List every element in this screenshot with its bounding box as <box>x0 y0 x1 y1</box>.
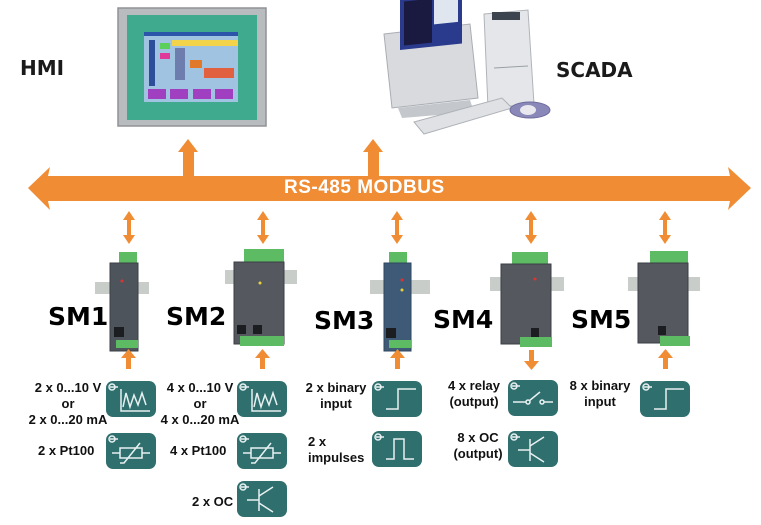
io-text-sm1-pt100: 2 x Pt100 <box>38 443 95 458</box>
io-text-sm3-binary: 2 x binary input <box>300 380 372 412</box>
io-line: (output) <box>449 394 499 409</box>
io-arrow-sm4-output <box>524 350 539 370</box>
io-line: 2 x <box>308 434 327 449</box>
io-line: 2 x binary <box>305 380 367 395</box>
analog-signal-icon <box>237 381 287 417</box>
io-line: or <box>61 396 75 411</box>
io-text-sm3-impulses: 2 x impulses <box>308 434 364 466</box>
relay-switch-icon <box>508 380 558 416</box>
transistor-icon <box>237 481 287 517</box>
bidir-arrow-sm3 <box>391 211 403 244</box>
module-label-sm5: SM5 <box>571 305 632 334</box>
device-sm3-image <box>370 252 430 352</box>
bidir-arrow-sm2 <box>257 211 269 244</box>
module-label-sm1: SM1 <box>48 302 109 331</box>
scada-computer-image <box>383 0 551 135</box>
io-text-sm1-analog: 2 x 0...10 V or 2 x 0...20 mA <box>28 380 108 428</box>
rs485-bus-arrow <box>28 139 751 210</box>
bidir-arrow-sm5 <box>659 211 671 244</box>
io-line: 8 x OC <box>457 430 499 445</box>
device-sm2-image <box>225 249 297 346</box>
io-line: impulses <box>308 450 365 465</box>
module-bus-arrows <box>123 211 671 244</box>
bidir-arrow-sm1 <box>123 211 135 244</box>
device-sm1-image <box>95 252 149 352</box>
io-line: 4 x 0...20 mA <box>160 412 240 427</box>
bus-label: RS-485 MODBUS <box>284 177 445 198</box>
analog-signal-icon <box>106 381 156 417</box>
io-arrows <box>121 349 673 370</box>
io-arrow-sm1-input <box>121 349 136 369</box>
thermistor-icon <box>106 433 156 469</box>
io-text-sm2-oc: 2 x OC <box>192 494 234 509</box>
io-line: 2 x 0...20 mA <box>28 412 108 427</box>
uplink-arrow-scada <box>363 139 383 178</box>
io-arrow-sm2-input <box>255 349 270 369</box>
io-line: input <box>584 394 616 409</box>
thermistor-icon <box>237 433 287 469</box>
io-line: or <box>193 396 207 411</box>
io-line: 4 x relay <box>447 378 501 393</box>
binary-step-icon <box>372 381 422 417</box>
io-text-sm4-relay: 4 x relay (output) <box>440 378 508 410</box>
module-label-sm2: SM2 <box>166 302 227 331</box>
io-arrow-sm3-input <box>390 349 405 369</box>
device-sm5-image <box>628 251 700 346</box>
module-label-sm3: SM3 <box>314 306 375 335</box>
io-arrow-sm5-input <box>658 349 673 369</box>
bidir-arrow-sm4 <box>525 211 537 244</box>
io-line: 4 x 0...10 V <box>166 380 234 395</box>
module-label-sm4: SM4 <box>433 305 494 334</box>
pulse-icon <box>372 431 422 467</box>
io-line: input <box>320 396 352 411</box>
io-line: 2 x 0...10 V <box>34 380 102 395</box>
binary-step-icon <box>640 381 690 417</box>
transistor-icon <box>508 431 558 467</box>
device-sm4-image <box>490 252 564 347</box>
hmi-label: HMI <box>20 56 65 80</box>
io-text-sm2-pt100: 4 x Pt100 <box>170 443 227 458</box>
hmi-panel-image <box>117 7 267 127</box>
io-line: (output) <box>453 446 503 461</box>
io-text-sm4-oc: 8 x OC (output) <box>446 430 510 462</box>
io-text-sm5-binary: 8 x binary input <box>562 378 638 410</box>
io-text-sm2-analog: 4 x 0...10 V or 4 x 0...20 mA <box>155 380 245 428</box>
io-line: 8 x binary <box>569 378 631 393</box>
uplink-arrow-hmi <box>178 139 198 178</box>
scada-label: SCADA <box>556 58 633 82</box>
